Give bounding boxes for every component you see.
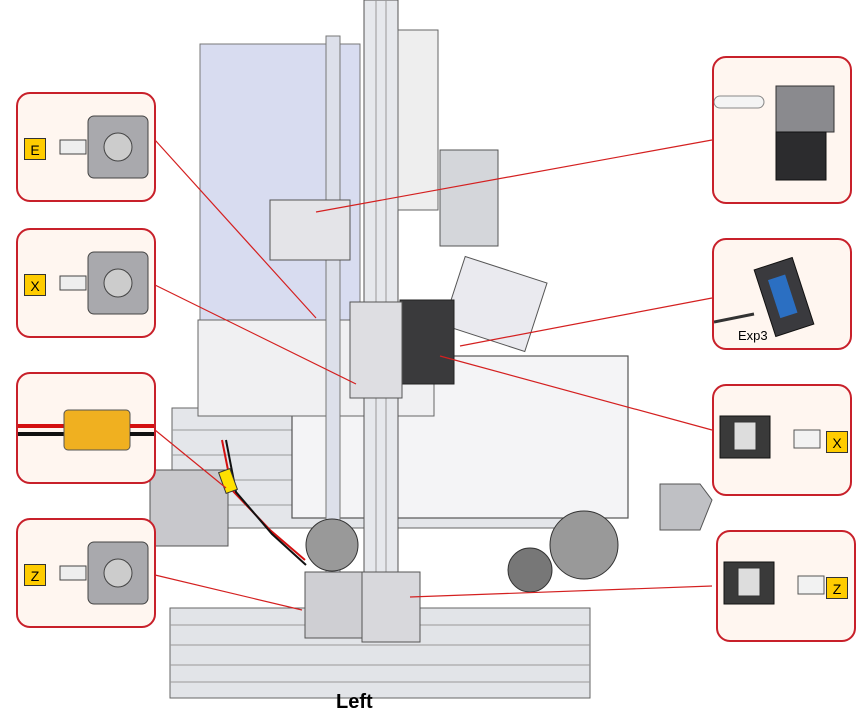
callout-exp3-display: Exp3	[712, 238, 852, 350]
leader-lines	[154, 139, 713, 611]
left-motor	[149, 469, 229, 547]
display-screen	[442, 255, 548, 353]
tag-z: Z	[24, 564, 46, 586]
leader-z-endstop	[409, 585, 713, 598]
endstop-switch-image	[723, 561, 825, 605]
tag-z: Z	[826, 577, 848, 599]
callout-power-connector	[16, 372, 156, 484]
callout-z-endstop: Z	[716, 530, 856, 642]
extruder-carriage	[269, 199, 351, 261]
leader-e-motor	[154, 139, 317, 319]
callout-x-endstop: X	[712, 384, 852, 496]
exp3-label: Exp3	[738, 328, 768, 343]
stepper-motor-image	[59, 251, 149, 315]
leader-x-motor	[154, 284, 357, 385]
hotend-box	[439, 149, 499, 247]
callout-x-motor: X	[16, 228, 156, 338]
right-bracket	[659, 483, 713, 531]
right-gear	[549, 510, 619, 580]
x-carriage-block	[399, 299, 455, 385]
leader-x-endstop	[439, 355, 713, 431]
callout-e-motor: E	[16, 92, 156, 202]
z-rod	[325, 35, 341, 577]
view-label: Left	[336, 691, 373, 713]
z-bracket	[361, 571, 421, 643]
z-motor-body	[304, 571, 366, 639]
extruder-image	[714, 85, 835, 181]
tag-x: X	[826, 431, 848, 453]
callout-z-motor: Z	[16, 518, 156, 628]
belt-plate	[397, 29, 439, 211]
wire-clip	[217, 467, 239, 495]
leader-power	[154, 429, 227, 489]
stepper-motor-image	[59, 115, 149, 179]
tag-e: E	[24, 138, 46, 160]
callout-extruder	[712, 56, 852, 204]
leader-exp3	[459, 297, 713, 347]
left-gear	[305, 518, 359, 572]
xt60-connector-image	[18, 409, 154, 451]
power-wire-black	[225, 439, 307, 566]
tag-x: X	[24, 274, 46, 296]
leader-extruder	[315, 139, 713, 213]
x-carriage	[349, 301, 403, 399]
display-cable-image	[714, 256, 815, 338]
stepper-motor-image	[59, 541, 149, 605]
leader-z-motor	[154, 574, 303, 611]
endstop-switch-image	[719, 415, 821, 459]
fan-grille	[507, 547, 553, 593]
